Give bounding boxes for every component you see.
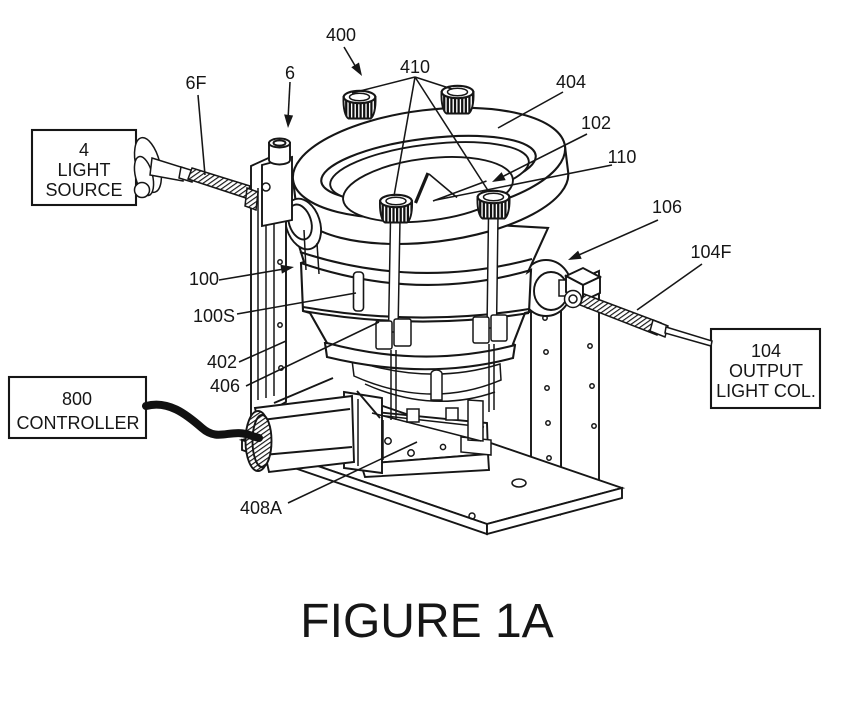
- svg-text:404: 404: [556, 72, 586, 92]
- svg-text:CONTROLLER: CONTROLLER: [16, 413, 139, 433]
- svg-text:104: 104: [751, 341, 781, 361]
- svg-text:104F: 104F: [690, 242, 731, 262]
- svg-text:4: 4: [79, 140, 89, 160]
- svg-text:LIGHT COL.: LIGHT COL.: [716, 381, 816, 401]
- svg-text:6: 6: [285, 63, 295, 83]
- svg-text:400: 400: [326, 25, 356, 45]
- svg-text:FIGURE 1A: FIGURE 1A: [300, 595, 553, 648]
- svg-text:LIGHT: LIGHT: [57, 160, 110, 180]
- svg-text:800: 800: [62, 389, 92, 409]
- svg-text:SOURCE: SOURCE: [45, 180, 122, 200]
- svg-text:110: 110: [608, 147, 637, 167]
- svg-text:408A: 408A: [240, 498, 282, 518]
- svg-text:106: 106: [652, 197, 682, 217]
- svg-text:102: 102: [581, 113, 611, 133]
- svg-text:100: 100: [189, 269, 219, 289]
- svg-text:406: 406: [210, 376, 240, 396]
- svg-text:100S: 100S: [193, 306, 235, 326]
- svg-text:402: 402: [207, 352, 237, 372]
- svg-text:6F: 6F: [185, 73, 206, 93]
- svg-text:OUTPUT: OUTPUT: [729, 361, 803, 381]
- svg-text:410: 410: [400, 57, 430, 77]
